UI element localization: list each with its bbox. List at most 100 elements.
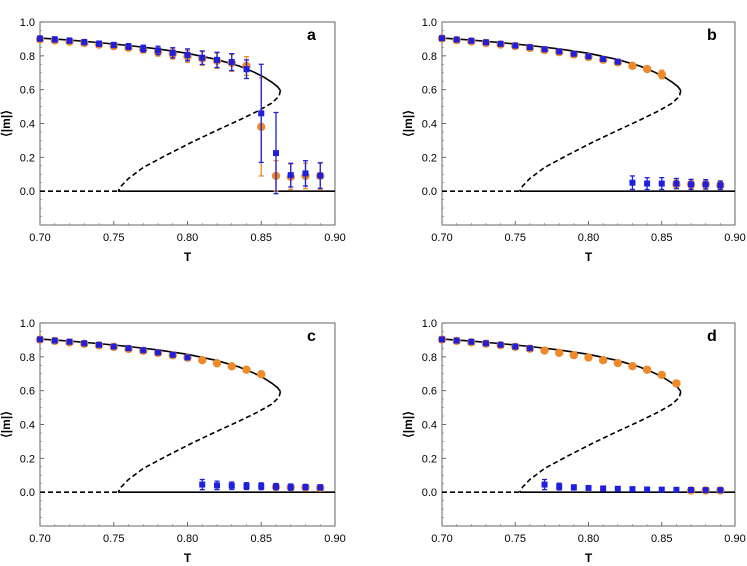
y-tick-label: 0.6 <box>422 386 437 398</box>
data-point <box>302 170 309 177</box>
y-tick-label: 0.8 <box>20 352 35 364</box>
data-point <box>227 362 236 371</box>
data-point <box>317 484 324 491</box>
y-tick-label: 0.0 <box>422 487 437 499</box>
data-point <box>482 39 489 46</box>
panel-label: a <box>307 27 316 44</box>
data-point <box>657 70 666 79</box>
data-point <box>110 343 117 350</box>
data-point <box>600 56 607 63</box>
panel-label: c <box>307 328 316 345</box>
data-point <box>169 49 176 56</box>
x-tick-label: 0.75 <box>103 533 124 545</box>
y-tick-label: 0.2 <box>20 453 35 465</box>
data-point <box>37 35 43 42</box>
data-point <box>317 172 324 179</box>
y-tick-label: 0.4 <box>20 119 35 131</box>
data-point <box>258 483 265 490</box>
y-tick-label: 1.0 <box>422 318 437 330</box>
y-axis-label: ⟨|m|⟩ <box>0 411 13 438</box>
data-point <box>600 485 607 492</box>
data-point <box>642 365 652 374</box>
y-axis-label: ⟨|m|⟩ <box>401 411 415 438</box>
x-tick-label: 0.75 <box>103 232 124 244</box>
data-point <box>243 66 250 73</box>
data-point <box>658 180 665 187</box>
plot-frame <box>441 21 736 226</box>
y-tick-label: 0.8 <box>422 51 437 63</box>
data-point <box>644 486 651 493</box>
data-point <box>199 481 206 488</box>
data-point <box>585 484 592 491</box>
data-point <box>468 338 475 345</box>
y-tick-label: 0.0 <box>20 487 35 499</box>
data-point <box>628 61 637 71</box>
data-point <box>214 56 220 63</box>
x-tick-label: 0.90 <box>724 232 745 244</box>
data-point <box>125 43 132 50</box>
y-axis-label: ⟨|m|⟩ <box>401 110 415 137</box>
plot-frame <box>39 322 336 527</box>
x-tick-label: 0.80 <box>578 232 599 244</box>
data-point <box>439 336 445 343</box>
data-point <box>140 45 147 52</box>
series-square <box>439 336 724 494</box>
series-circle <box>35 335 325 493</box>
data-point <box>198 356 207 365</box>
x-tick-label: 0.75 <box>505 533 526 545</box>
data-point <box>570 484 577 491</box>
data-point <box>629 179 636 186</box>
data-point <box>688 181 695 188</box>
theory-unstable-branch <box>117 391 282 493</box>
x-tick-label: 0.90 <box>324 533 345 545</box>
data-point <box>673 486 680 493</box>
y-axis-label: ⟨|m|⟩ <box>0 110 13 137</box>
data-point <box>497 40 504 47</box>
data-point <box>184 354 191 361</box>
y-tick-label: 1.0 <box>422 17 437 29</box>
theory-unstable-branch <box>518 391 682 493</box>
x-tick-label: 0.80 <box>177 232 198 244</box>
data-point <box>169 351 176 358</box>
data-point <box>658 486 665 493</box>
data-point <box>214 482 220 489</box>
data-point <box>673 180 680 187</box>
y-tick-label: 0.4 <box>422 119 437 131</box>
series-circle <box>35 35 325 192</box>
data-point <box>212 359 222 368</box>
data-point <box>541 481 548 488</box>
data-point <box>598 356 608 365</box>
data-point <box>613 358 622 368</box>
panel-label: d <box>707 328 717 345</box>
series-circle <box>437 335 725 495</box>
data-point <box>497 341 504 348</box>
data-point <box>541 46 548 53</box>
x-tick-label: 0.75 <box>505 232 526 244</box>
x-axis-label: T <box>184 250 192 264</box>
data-point <box>66 338 73 345</box>
data-point <box>287 484 294 491</box>
data-point <box>81 39 88 46</box>
series-square <box>37 35 324 195</box>
theory-curves <box>40 338 335 493</box>
data-point <box>155 47 161 54</box>
data-point <box>257 370 266 379</box>
data-point <box>199 54 206 61</box>
data-point <box>584 353 593 362</box>
x-tick-label: 0.70 <box>431 232 452 244</box>
data-point <box>155 349 161 356</box>
theory-unstable-branch <box>518 90 682 192</box>
x-tick-label: 0.90 <box>724 533 745 545</box>
data-point <box>184 51 191 58</box>
data-point <box>51 337 58 344</box>
series-square <box>439 35 724 191</box>
data-point <box>228 59 235 66</box>
data-point <box>468 37 475 44</box>
x-tick-label: 0.90 <box>324 232 345 244</box>
data-point <box>482 340 489 347</box>
x-axis-label: T <box>585 551 593 565</box>
theory-unstable-branch <box>117 90 282 192</box>
data-point <box>258 110 265 117</box>
